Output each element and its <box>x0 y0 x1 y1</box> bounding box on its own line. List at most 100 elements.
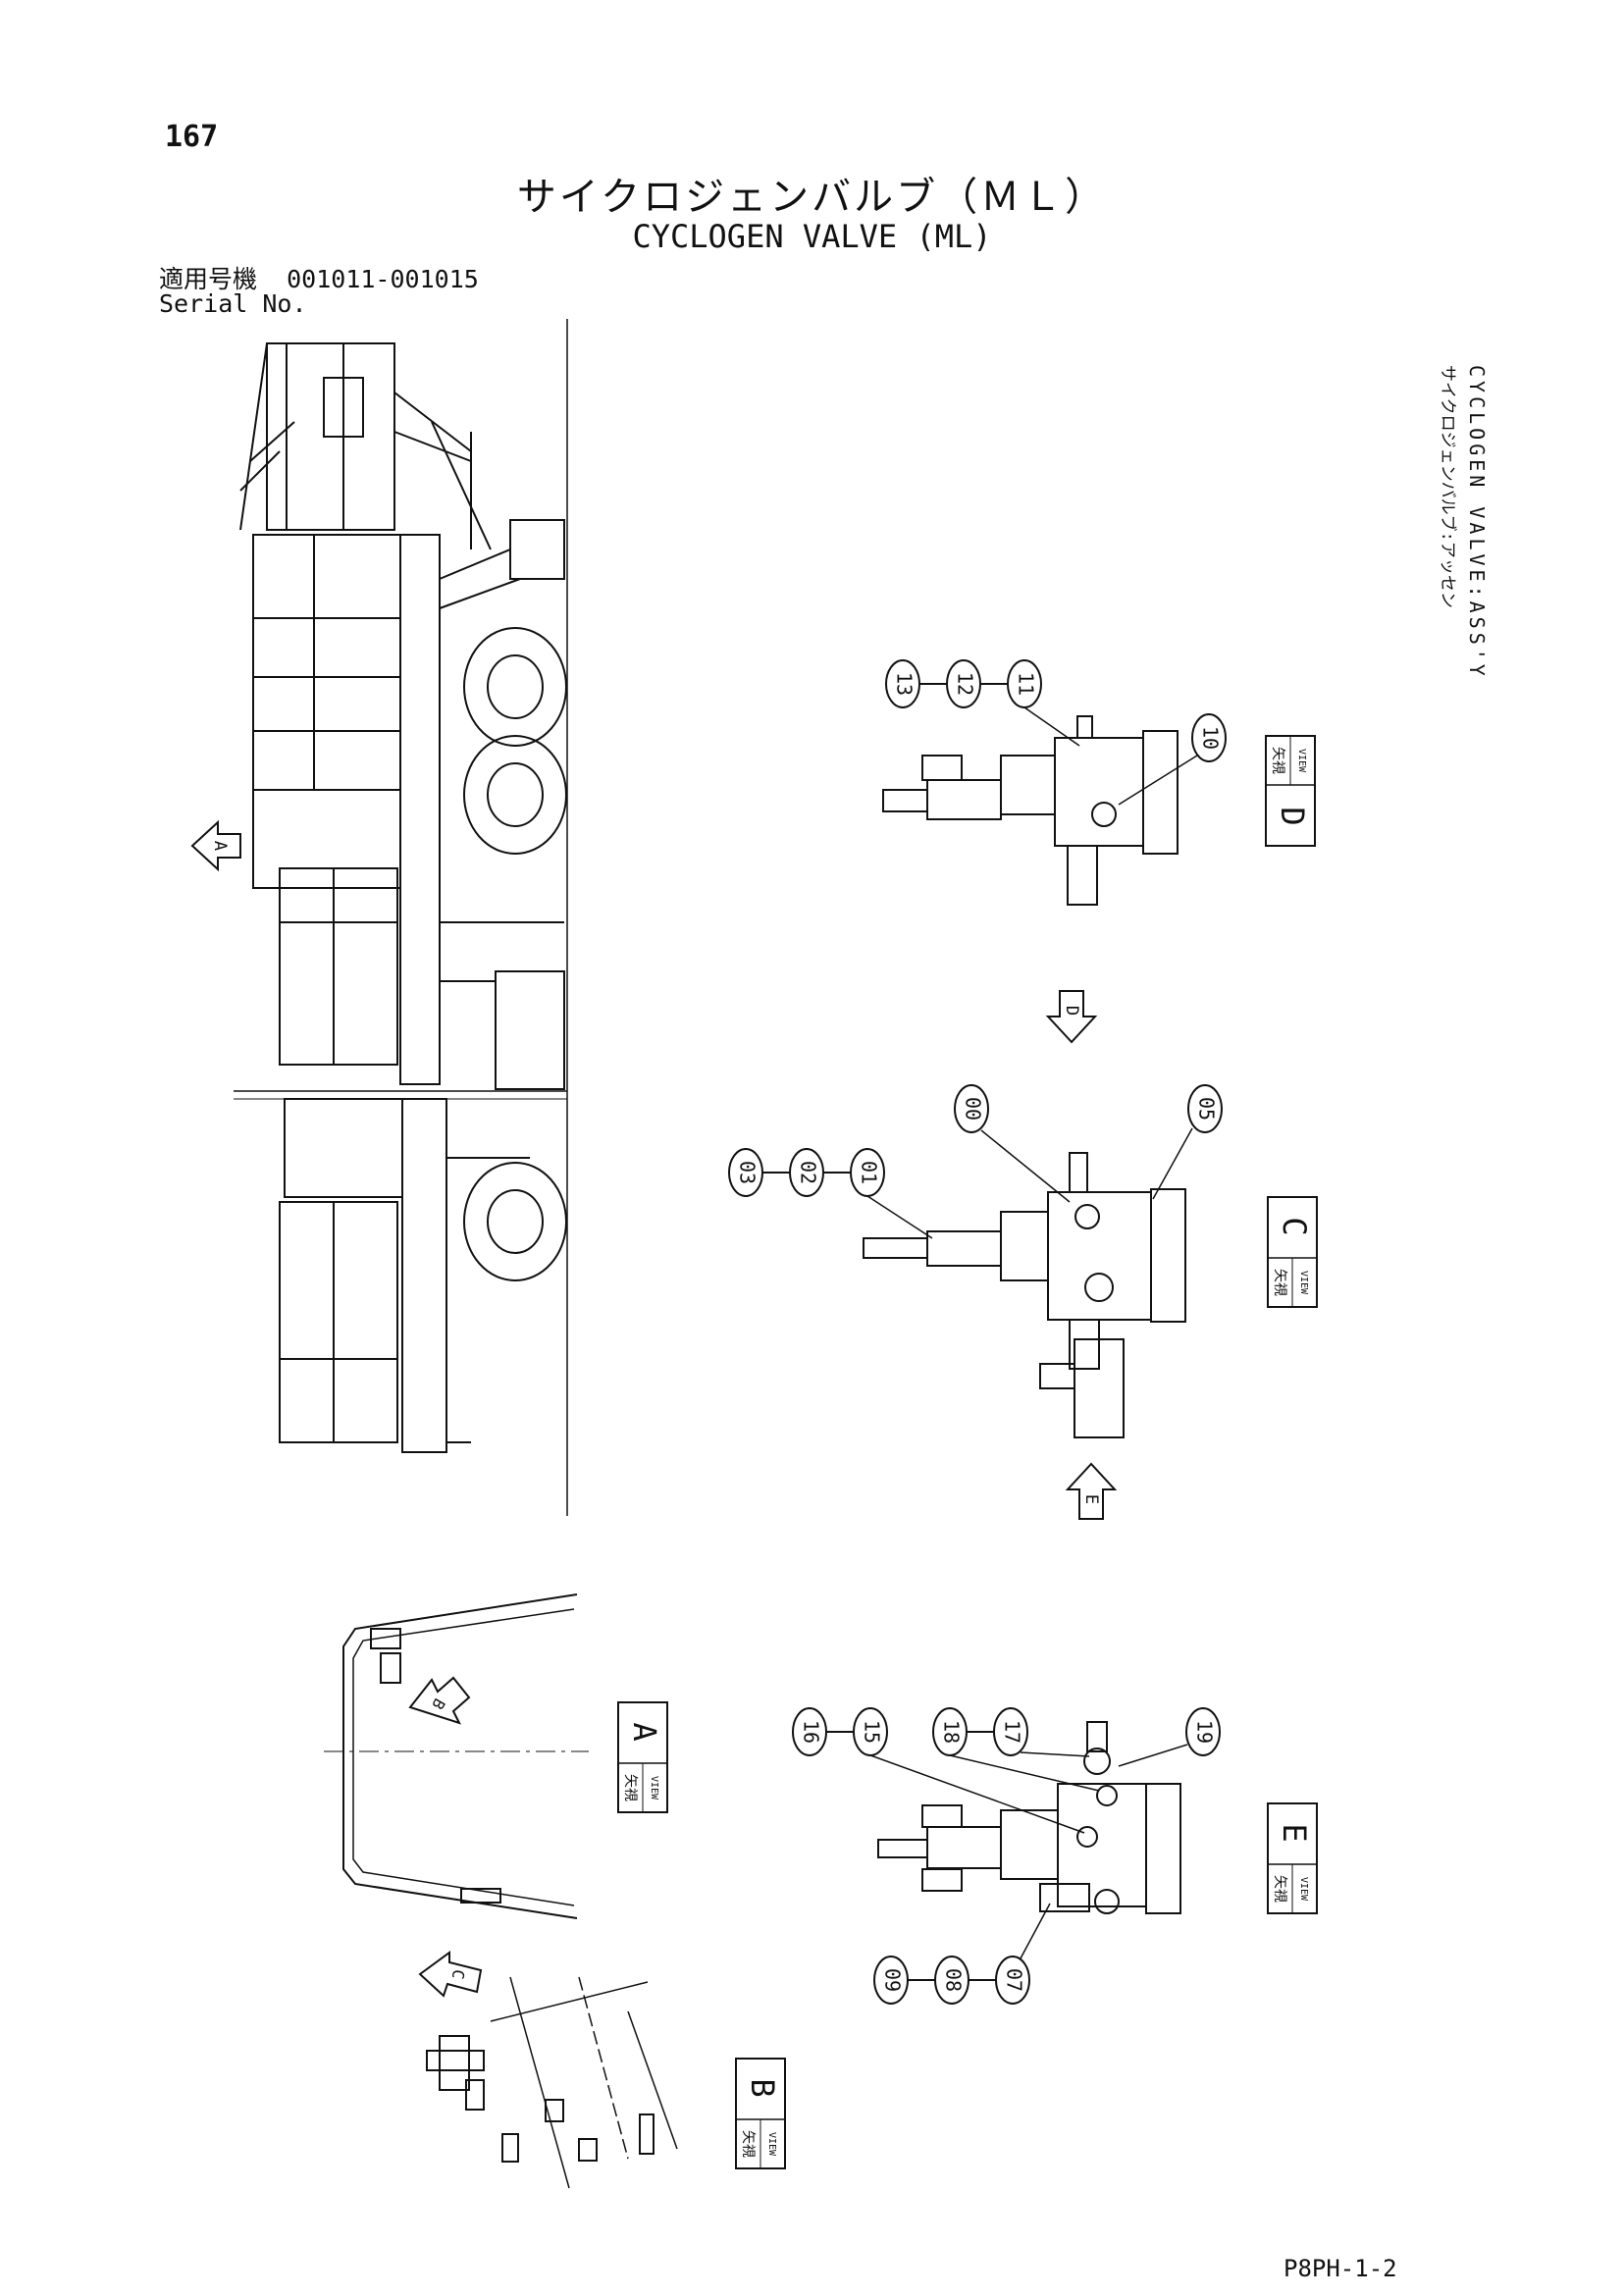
view-c-jp-label: 矢視 <box>1272 1269 1287 1296</box>
view-a-bottom-mark <box>460 1888 501 1904</box>
boom-arm <box>393 431 472 462</box>
rear-wheel <box>463 1162 567 1281</box>
hydraulic-tank <box>279 867 398 1066</box>
operator-cab <box>266 342 395 531</box>
view-a-valve-mark <box>370 1628 401 1649</box>
rear-wheel-hub <box>487 1189 544 1254</box>
cab-window <box>323 377 364 438</box>
valve-body-d <box>1000 755 1056 815</box>
plug-c <box>1039 1363 1075 1389</box>
view-d-letter: D <box>1274 807 1311 825</box>
view-b-letter: B <box>744 2078 781 2097</box>
valve-body-c <box>1000 1211 1049 1281</box>
view-a-letter: A <box>626 1722 663 1741</box>
view-b-mark-1 <box>501 2133 519 2163</box>
view-d-en-label: VIEW <box>1296 749 1307 773</box>
balloon-05 <box>1187 1084 1223 1133</box>
view-e-arrow: E <box>1065 1462 1118 1520</box>
balloon-07-label: 07 <box>1003 1968 1026 1992</box>
solenoid-e <box>926 1826 1002 1869</box>
mount-plate-e <box>1145 1783 1181 1914</box>
view-a-label-box: A 矢視 VIEW <box>617 1701 668 1813</box>
fitting-c <box>1069 1319 1100 1370</box>
connector-e-bottom <box>921 1868 963 1892</box>
front-wheel-2-hub <box>487 762 544 827</box>
view-b-edge <box>509 1976 570 2189</box>
drawing-code: P8PH-1-2 <box>1283 2255 1397 2282</box>
serial-label-japanese: 適用号機 <box>159 265 258 293</box>
arrow-c-letter: C <box>448 1968 468 1981</box>
view-a-valve-body <box>380 1652 401 1684</box>
valve-block-e <box>1057 1783 1147 1907</box>
view-b-valve-bar <box>426 2050 485 2071</box>
serial-number-block: 適用号機 001011-001015 Serial No. <box>159 267 479 316</box>
balloon-15-label: 15 <box>861 1720 884 1744</box>
view-b-drawing <box>426 1976 678 2189</box>
view-a-jp-label: 矢視 <box>622 1774 638 1801</box>
valve-block-d <box>1054 737 1144 847</box>
view-b-dashed-edge <box>578 1976 629 2160</box>
view-b-jp-label: 矢視 <box>740 2130 756 2158</box>
view-a-arrow: A <box>190 819 241 872</box>
view-b-edge <box>627 2010 678 2150</box>
view-d-drawing <box>882 715 1179 906</box>
page-number: 167 <box>165 120 219 154</box>
fitting-top-c <box>1069 1152 1088 1193</box>
balloon-19 <box>1185 1707 1221 1756</box>
leader-line-15 <box>869 1754 1085 1834</box>
side-label: サイクロジェンバルブ:アッセン CYCLOGEN VALVE:ASS'Y <box>1411 365 1499 807</box>
leader-line-10 <box>1118 755 1198 806</box>
arrow-b-icon <box>408 1676 471 1725</box>
balloon-17-label: 17 <box>1001 1720 1024 1744</box>
balloon-18-label: 18 <box>940 1720 964 1744</box>
view-c-balloons: 03 02 01 00 05 <box>728 1084 1223 1239</box>
arrow-d-letter: D <box>1062 1006 1081 1016</box>
balloon-19-label: 19 <box>1193 1720 1217 1744</box>
page-title-english: CYCLOGEN VALVE (ML) <box>632 218 992 255</box>
view-a-en-label: VIEW <box>649 1776 659 1800</box>
view-b-fitting <box>465 2079 485 2111</box>
page-title-japanese: サイクロジェンバルブ（ＭＬ） <box>516 175 1108 220</box>
port-d <box>1091 802 1117 827</box>
leader-line-07 <box>1020 1903 1051 1959</box>
serial-label-english: Serial No. <box>159 289 307 318</box>
balloon-10 <box>1191 713 1227 762</box>
leader-line-11 <box>1023 706 1080 747</box>
view-d-balloons: 13 12 11 10 <box>885 659 1227 806</box>
balloon-01-label: 01 <box>858 1161 881 1184</box>
balloon-08-label: 08 <box>942 1968 966 1992</box>
view-e-letter: E <box>1276 1823 1313 1842</box>
front-linkage <box>439 578 521 609</box>
fitting-top-d <box>1076 715 1093 739</box>
front-hook-block <box>509 519 565 580</box>
balloon-16-label: 16 <box>800 1720 823 1744</box>
leader-line-18 <box>949 1754 1100 1792</box>
side-label-english: CYCLOGEN VALVE:ASS'Y <box>1465 365 1489 680</box>
connector-d <box>921 755 963 781</box>
view-e-balloons: 16 15 18 17 19 09 08 07 <box>792 1707 1221 2005</box>
view-d-arrow: D <box>1045 990 1098 1044</box>
arrow-a-letter: A <box>210 841 230 851</box>
port-e-1 <box>1096 1785 1118 1806</box>
view-a-inner-outline <box>352 1608 575 1906</box>
balloon-00 <box>954 1084 989 1133</box>
balloon-11-label: 11 <box>1015 672 1038 696</box>
machine-side-view <box>234 319 568 1516</box>
arrow-a-icon <box>190 819 241 872</box>
view-b-valve <box>439 2035 470 2091</box>
solenoid-plug-e <box>877 1839 928 1858</box>
leader-line-05 <box>1152 1127 1193 1200</box>
leader-line-00 <box>980 1129 1071 1203</box>
cyclogen-valve-location <box>495 970 565 1090</box>
front-linkage <box>439 548 511 580</box>
balloon-03-label: 03 <box>736 1161 760 1184</box>
arrow-e-letter: E <box>1081 1494 1101 1504</box>
leader-line-19 <box>1118 1744 1188 1767</box>
view-c-label-box: C 矢視 VIEW <box>1267 1196 1318 1308</box>
ladder-rail <box>239 450 281 492</box>
counterweight <box>279 1201 398 1443</box>
boom-brace <box>431 421 492 550</box>
arrow-c-icon <box>418 1951 483 1998</box>
arrow-e-icon <box>1065 1462 1118 1520</box>
